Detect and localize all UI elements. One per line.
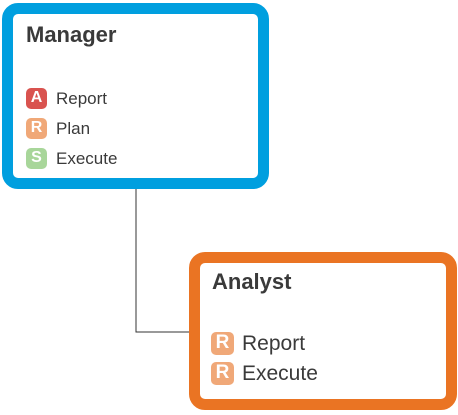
manager-title: Manager	[26, 22, 117, 47]
analyst-node[interactable]: Analyst R Report R Execute	[189, 252, 457, 410]
manager-item-label: Report	[56, 88, 108, 108]
manager-item-execute: S Execute	[26, 143, 117, 173]
manager-node[interactable]: Manager A Report R Plan S Execute	[2, 3, 269, 189]
manager-responsibilities: A Report R Plan S Execute	[26, 83, 117, 173]
manager-item-label: Plan	[56, 118, 91, 138]
badge-r-icon: R	[211, 331, 234, 355]
analyst-title: Analyst	[212, 269, 292, 294]
analyst-item-label: Report	[242, 331, 306, 355]
analyst-responsibilities: R Report R Execute	[211, 328, 318, 388]
analyst-item-execute: R Execute	[211, 358, 318, 388]
badge-r-icon: R	[211, 361, 234, 385]
manager-item-label: Execute	[56, 148, 118, 168]
badge-r-icon: R	[26, 117, 47, 139]
manager-item-plan: R Plan	[26, 113, 117, 143]
badge-s-icon: S	[26, 147, 47, 169]
analyst-item-label: Execute	[242, 361, 318, 385]
analyst-item-report: R Report	[211, 328, 318, 358]
badge-a-icon: A	[26, 87, 47, 109]
manager-item-report: A Report	[26, 83, 117, 113]
